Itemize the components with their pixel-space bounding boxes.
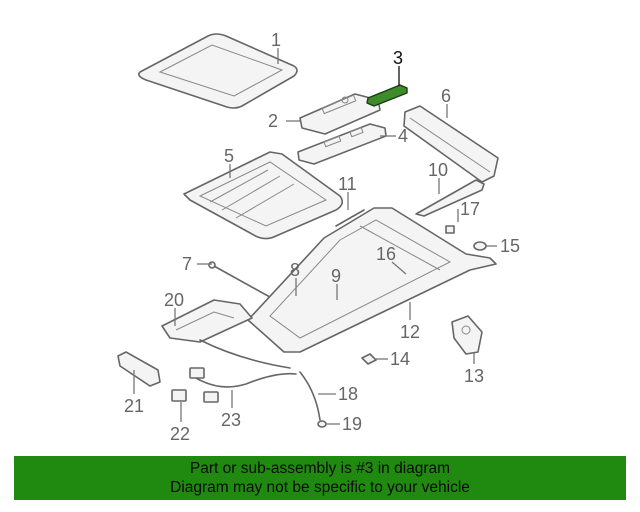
part-5-sunshade-panel <box>183 151 344 240</box>
callout-18: 18 <box>338 384 358 404</box>
banner-line-disclaimer: Diagram may not be specific to your vehi… <box>170 479 470 496</box>
callout-16: 16 <box>376 244 396 264</box>
part-22-connector <box>171 389 187 402</box>
callout-19: 19 <box>342 414 362 434</box>
callout-7: 7 <box>182 254 192 274</box>
callout-8: 8 <box>290 260 300 280</box>
callout-14: 14 <box>390 349 410 369</box>
part-13-side-bracket <box>451 315 483 355</box>
callout-12: 12 <box>400 322 420 342</box>
part-17-nut <box>445 225 455 234</box>
banner-line-part-number: Part or sub-assembly is #3 in diagram <box>189 460 451 477</box>
leader-lines <box>133 48 497 425</box>
callout-labels: 1 2 3 4 5 6 7 8 9 10 11 12 13 14 15 16 1… <box>124 30 520 444</box>
part-19-hose-end <box>317 420 327 428</box>
drain-tube-lines <box>199 339 291 369</box>
part-12-frame-assembly <box>247 207 497 353</box>
callout-20: 20 <box>164 290 184 310</box>
callout-5: 5 <box>224 146 234 166</box>
callout-2: 2 <box>268 111 278 131</box>
part-1-glass-panel <box>138 33 298 109</box>
callout-6: 6 <box>441 86 451 106</box>
part-10-deflector-bracket <box>415 179 485 217</box>
callout-11: 11 <box>338 174 357 194</box>
part-21-switch <box>117 351 161 387</box>
sunroof-exploded-diagram: 1 2 3 4 5 6 7 8 9 10 11 12 13 14 15 16 1… <box>117 30 520 444</box>
callout-4: 4 <box>398 126 408 146</box>
callout-23: 23 <box>221 410 241 430</box>
part-14-clip <box>361 353 377 365</box>
callout-21: 21 <box>124 396 144 416</box>
callout-17: 17 <box>460 199 480 219</box>
callout-10: 10 <box>428 160 448 180</box>
callout-22: 22 <box>170 424 190 444</box>
callout-1: 1 <box>271 30 281 50</box>
part-20-motor-assembly <box>161 299 253 343</box>
part-15-grommet <box>473 241 487 251</box>
callout-3: 3 <box>393 48 403 68</box>
callout-13: 13 <box>464 366 484 386</box>
part-3-highlighted-rail <box>366 84 408 107</box>
part-18-drain-hose <box>299 371 321 421</box>
info-banner: Part or sub-assembly is #3 in diagram Di… <box>14 456 626 500</box>
part-2-bracket <box>299 93 381 135</box>
callout-9: 9 <box>331 266 341 286</box>
part-6-front-rail <box>403 105 499 183</box>
part-11-short-rod <box>335 209 365 227</box>
part-23-wiring-harness <box>189 367 297 403</box>
callout-15: 15 <box>500 236 520 256</box>
